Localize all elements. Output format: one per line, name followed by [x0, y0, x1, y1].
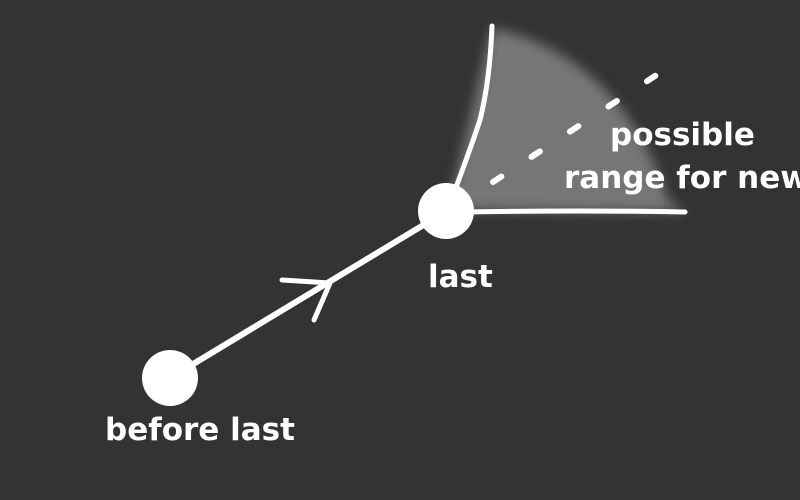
range-boundary-upper: [452, 23, 495, 193]
label-last: last: [428, 259, 493, 295]
label-before-last: before last: [105, 412, 295, 448]
node-before-last: [142, 350, 198, 406]
range-boundary-lower: [462, 208, 688, 215]
node-last: [418, 183, 474, 239]
arrowhead-icon: [279, 277, 333, 323]
segment-line: [167, 209, 448, 381]
dashed-extension-line: [490, 54, 687, 185]
label-possible: possible: [610, 117, 755, 153]
possible-range-sector: [448, 28, 685, 212]
label-range-for-new: range for new: [564, 160, 800, 196]
